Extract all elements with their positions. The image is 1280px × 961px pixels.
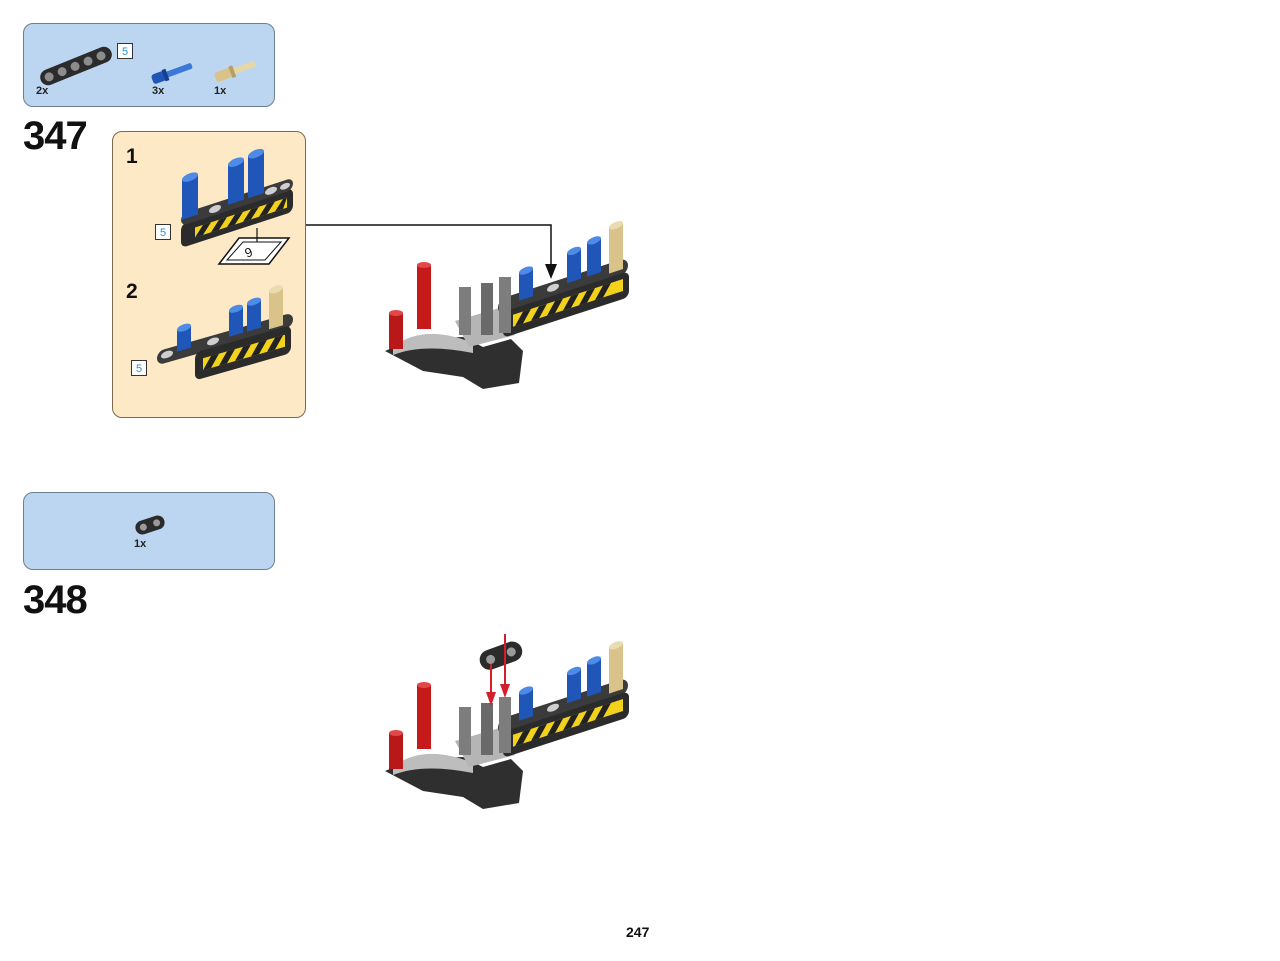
connector-quantity: 1x [134, 538, 147, 550]
tan-pin-quantity: 1x [214, 85, 227, 97]
black-connector-icon [135, 515, 165, 535]
substep-2-length-tag: 5 [131, 360, 147, 376]
substep-number-2: 2 [126, 280, 138, 303]
step-number-347: 347 [23, 114, 88, 158]
rotation-callout-icon [217, 228, 291, 265]
beam-quantity: 2x [36, 85, 49, 97]
parts-list-348: 1x [23, 492, 275, 570]
step-347-model-illustration [385, 221, 629, 389]
substep-2-assembly-illustration [157, 285, 293, 380]
tan-axle-pin-icon [214, 61, 256, 82]
beam-length-tag: 5 [117, 43, 133, 59]
blue-pin-quantity: 3x [152, 85, 165, 97]
substep-1-length-tag: 5 [155, 224, 171, 240]
substep-number-1: 1 [126, 145, 138, 168]
black-beam-icon [40, 46, 112, 86]
parts-list-347: 5 2x 3x 1x [23, 23, 275, 107]
subassembly-callout: 1 5 6 2 [112, 131, 306, 418]
step-number-348: 348 [23, 578, 88, 622]
blue-axle-pin-icon [151, 63, 193, 84]
page-number: 247 [626, 924, 650, 940]
step-348-model-illustration [385, 634, 629, 809]
substep-1-assembly-illustration [181, 148, 293, 247]
